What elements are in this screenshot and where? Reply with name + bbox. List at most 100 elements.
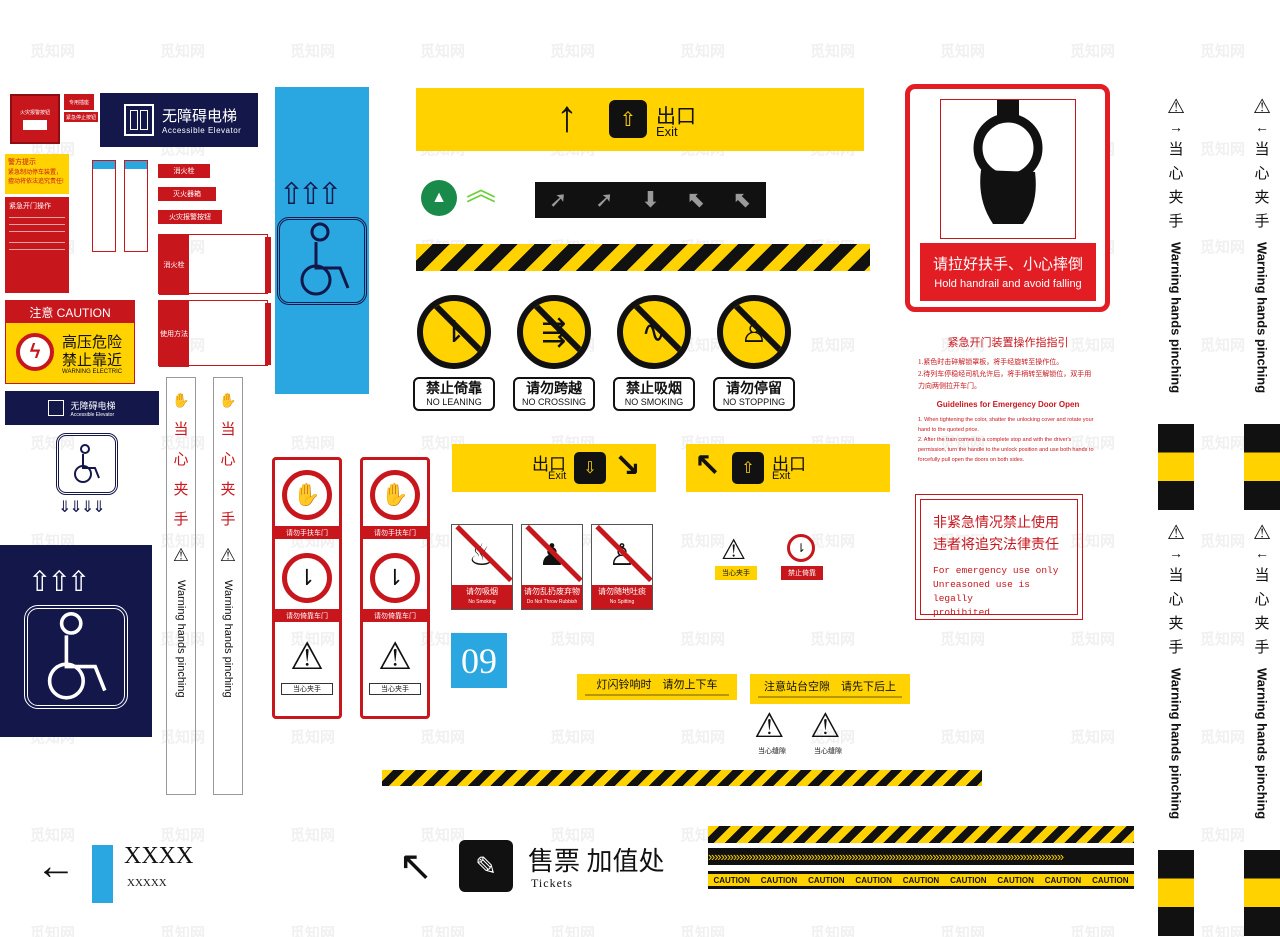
door-sign-2: ✋ 请勿手扶车门 ⇂ 请勿倚靠车门 ⚠ 当心夹手	[360, 457, 430, 719]
green-up-icon: ▲	[421, 180, 457, 216]
watermark-text: 觅知网	[810, 925, 856, 937]
caution-word: CAUTION	[808, 875, 845, 885]
exit-en: Exit	[548, 470, 567, 482]
warning-triangle-icon: ⚠	[1167, 96, 1185, 118]
pinch-char-2: 心	[173, 452, 189, 468]
pinch-warning-icon: ⚠	[377, 636, 413, 678]
watermark-text: 觅知网	[30, 43, 76, 60]
watermark-text: 觅知网	[290, 925, 336, 937]
exit-en: Exit	[656, 124, 678, 139]
no-lean-icon-small: ⇂	[787, 534, 815, 562]
caution-word: CAUTION	[760, 875, 798, 885]
watermark-text: 觅知网	[680, 729, 726, 746]
watermark-text: 觅知网	[680, 43, 726, 60]
prohibition-zh: 禁止倚靠	[426, 380, 482, 396]
pinch-char-3: 夹	[1168, 616, 1184, 632]
hand-icon: ✋	[172, 392, 190, 408]
watermark-text: 觅知网	[1200, 533, 1246, 550]
pinch-char-3: 夹	[173, 482, 189, 498]
door-lean-label: 请勿倚靠车门	[363, 609, 427, 622]
exit-en: Exit	[772, 470, 791, 482]
caution-word: CAUTION	[997, 875, 1034, 885]
pinch-strip-1: ✋ 当 心 夹 手 ⚠ Warning hands pinching	[166, 377, 196, 795]
prohibition-icon: ⇶	[517, 295, 591, 369]
handrail-zh: 请拉好扶手、小心摔倒	[932, 256, 1083, 273]
watermark-text: 觅知网	[1200, 925, 1246, 937]
prohibition-zh: 请勿停留	[726, 380, 782, 396]
caution-high-voltage: 注意 CAUTION ϟ 高压危险 禁止靠近 WARNING ELECTRIC	[5, 300, 135, 384]
caution-line2: 禁止靠近	[62, 352, 123, 369]
pinch-char-2: 心	[1254, 592, 1270, 608]
watermark-text: 觅知网	[290, 729, 336, 746]
hand-grip-icon	[973, 100, 1043, 224]
pinch-en: Warning hands pinching	[1168, 242, 1184, 394]
arrow-icon: ←	[1255, 545, 1269, 561]
gap-label-1: 当心缝隙	[758, 748, 786, 755]
exit-banner-main: ↑ ⇧ 出口 Exit	[416, 88, 864, 151]
watermark-text: 觅知网	[810, 533, 856, 550]
door-pinch-label: 当心夹手	[369, 683, 421, 695]
small-prohibition-en: No Smoking	[468, 599, 496, 605]
down-arrows: ⇓⇓⇓⇓	[58, 499, 106, 516]
exit-banner-left: ↖ ⇧ 出口 Exit	[686, 444, 890, 492]
watermark-text: 觅知网	[1200, 729, 1246, 746]
black-yellow-block	[1244, 850, 1280, 936]
wheelchair-icon-outline	[56, 433, 118, 495]
watermark-text: 觅知网	[680, 925, 726, 937]
exit-banner-right: 出口 Exit ⇩ ↘	[452, 444, 656, 492]
accessible-blue-column: ⇧⇧⇧	[275, 87, 369, 394]
pinch-en: Warning hands pinching	[1254, 668, 1270, 820]
watermark-text: 觅知网	[810, 43, 856, 60]
watermark-text: 觅知网	[1070, 43, 1116, 60]
pinch-char-3: 夹	[1254, 616, 1270, 632]
watermark-text: 觅知网	[940, 43, 986, 60]
wheelchair-icon-blue	[300, 222, 350, 296]
pinch-char-3: 夹	[220, 482, 236, 498]
arrow-nw-icon-large: ↖	[398, 842, 434, 889]
prohibition-en: NO STOPPING	[722, 397, 786, 407]
elevator-en: Accessible Elevator	[162, 126, 242, 135]
accessible-panel-large: ⇧⇧⇧	[0, 545, 152, 737]
arrow-ne-icon: ➚	[548, 187, 568, 212]
door-sign-1: ✋ 请勿手扶车门 ⇂ 请勿倚靠车门 ⚠ 当心夹手	[272, 457, 342, 719]
elevator-icon-small	[48, 400, 65, 416]
watermark-text: 觅知网	[160, 827, 206, 844]
pinch-en: Warning hands pinching	[175, 580, 187, 698]
label-fire-alarm: 火灾报警按钮	[158, 210, 222, 224]
bell-line-2: 注意站台空隙 请先下后上	[764, 681, 896, 693]
door-lean-label: 请勿倚靠车门	[275, 609, 339, 622]
watermark-text: 觅知网	[940, 631, 986, 648]
bell-strip-1: 灯闪铃响时 请勿上下车	[577, 674, 737, 700]
emergency-op-title: 紧急开门操作	[9, 203, 51, 210]
warning-triangle-icon: ⚠	[219, 545, 237, 565]
label-hydrant: 消火栓	[158, 164, 210, 178]
watermark-text: 觅知网	[30, 827, 76, 844]
arrow-nw-icon: ↖	[694, 447, 721, 483]
small-prohibition-icon: ♟	[522, 525, 582, 585]
no-lean-icon: ⇂	[282, 553, 332, 603]
elevator-zh: 无障碍电梯	[162, 108, 238, 125]
watermark-text: 觅知网	[420, 43, 466, 60]
pinch-strip-2: ✋ 当 心 夹 手 ⚠ Warning hands pinching	[213, 377, 243, 795]
plate-slot	[23, 119, 47, 130]
watermark-text: 觅知网	[290, 827, 336, 844]
prohibition-icon: ⇂	[417, 295, 491, 369]
exit-door-icon: ⇧	[732, 452, 764, 484]
pinch-char-1: 当	[1254, 142, 1270, 158]
pinch-char-3: 夹	[1254, 190, 1270, 206]
gap-label-2: 当心缝隙	[814, 748, 842, 755]
exit-zh: 出口	[656, 106, 696, 128]
accessible-elevator-banner-2: 无障碍电梯 Accessible Elevator	[5, 391, 159, 425]
emergency-op-panel: 紧急开门操作	[5, 197, 69, 293]
prohibition-icon: ∿	[617, 295, 691, 369]
elevator-zh-2: 无障碍电梯	[70, 400, 116, 411]
guide-zh-2: 2.待列车停稳经司机允许后，将手柄转至解锁位，双手用力向两侧拉开车门。	[918, 370, 1092, 390]
hazard-stripe-2	[382, 770, 982, 786]
watermark-text: 觅知网	[810, 631, 856, 648]
pinch-char-2: 心	[1168, 592, 1184, 608]
